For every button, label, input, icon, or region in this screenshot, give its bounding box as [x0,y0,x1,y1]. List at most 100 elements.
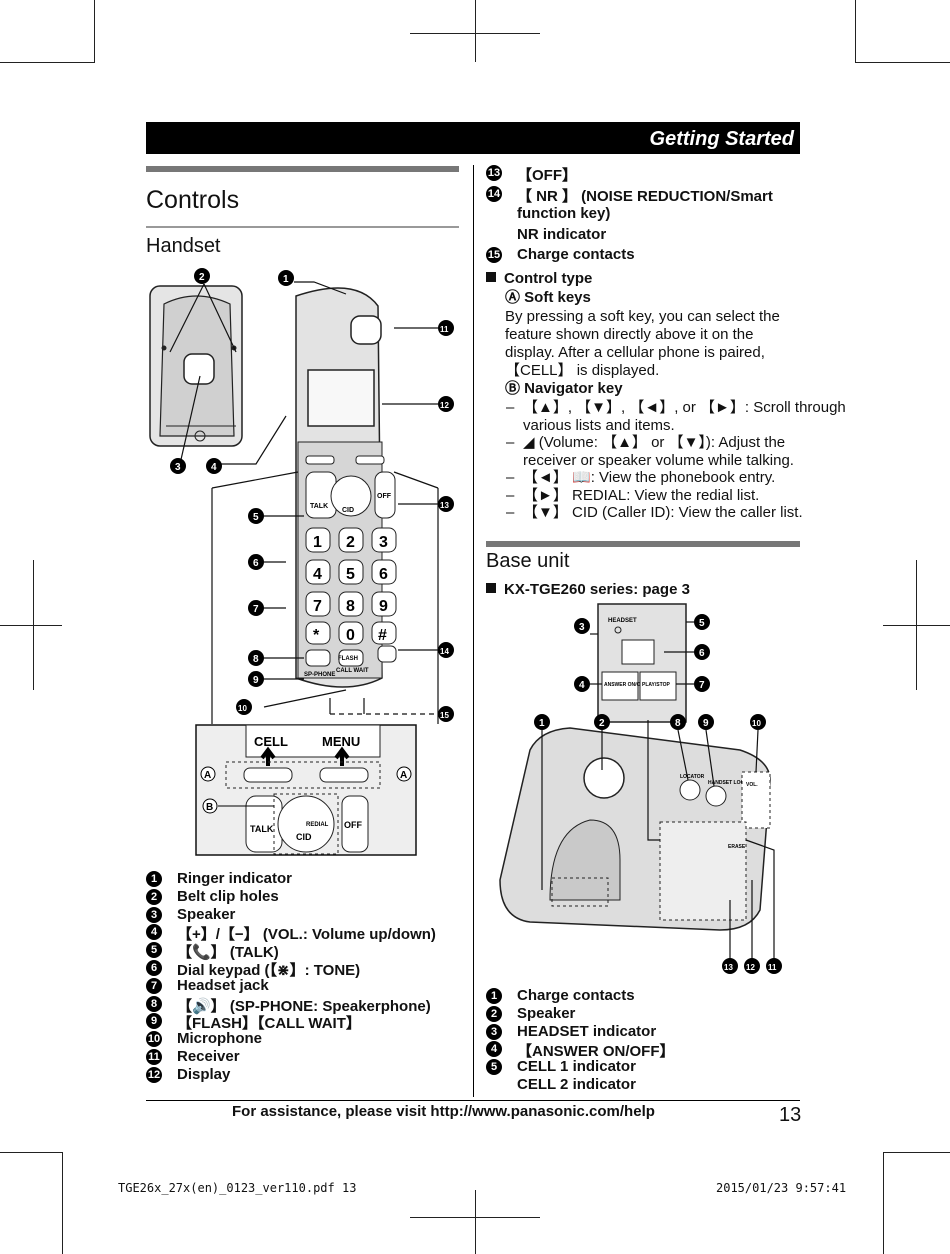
bullet-square [486,272,496,282]
list-item-label: HEADSET indicator [517,1022,657,1040]
help-footer: For assistance, please visit http://www.… [232,1103,655,1120]
handset-locator-label: HANDSET LOCATOR [708,780,758,786]
menu-softkey-label: MENU [322,734,360,749]
locator-label: LOCATOR [680,774,705,780]
callout-number: 3 [146,906,162,923]
list-item-label: Speaker [517,1004,576,1022]
callout-number: 2 [146,888,162,905]
callout-number: 6 [146,960,162,976]
svg-text:6: 6 [699,648,705,659]
svg-text:0: 0 [346,627,355,644]
svg-text:7: 7 [699,680,705,691]
talk-key-label: TALK [310,503,328,510]
svg-text:8: 8 [253,654,259,665]
base-unit-figure: HEADSET ANSWER ON/OFF PLAY/STOP LOCATOR … [499,603,782,974]
svg-text:8: 8 [346,598,355,615]
navigator-item-line: ◢ (Volume: 【▲】 or 【▼】): Adjust the [523,434,786,451]
soft-key-marker: A [400,770,407,781]
subsection-rule [146,226,459,228]
navigator-item-line: 【►】 REDIAL: View the redial list. [523,486,760,504]
list-item-label: 【📞】 (TALK) [177,944,279,962]
list-item-label: Belt clip holes [177,887,279,905]
crop-mark [883,1152,884,1254]
svg-text:12: 12 [746,963,755,972]
crop-mark [855,0,856,62]
callout-number: 13 [486,165,502,181]
svg-text:8: 8 [675,718,681,729]
list-item-label: Headset jack [177,976,269,994]
list-item-label: Charge contacts [517,987,635,1004]
callout-number: 15 [486,247,502,263]
list-item-label: Microphone [177,1030,262,1048]
list-item-label: CELL 2 indicator [517,1076,636,1093]
callout-number: 3 [486,1023,502,1040]
list-item-label: Speaker [177,905,236,923]
list-item-label: function key) [517,205,611,222]
crop-mark [94,0,95,62]
cid-key-label: CID [342,507,354,514]
svg-text:2: 2 [599,718,605,729]
body-line: 【CELL】 is displayed. [505,362,660,379]
body-line: By pressing a soft key, you can select t… [505,308,780,325]
svg-text:#: # [378,627,387,644]
control-type-heading: Control type [486,270,592,288]
navigator-item-line: various lists and items. [523,416,675,434]
chapter-title: Getting Started [649,128,794,150]
play-stop-label: PLAY/STOP [642,682,670,688]
dash-marker: – [506,434,515,451]
navigator-item-line: receiver or speaker volume while talking… [523,451,794,469]
callout-number: 10 [146,1031,162,1048]
crop-mark [883,1152,950,1153]
list-item-label: 【FLASH】【CALL WAIT】 [177,1015,361,1033]
erase-label: ERASE [728,844,746,850]
navigator-key-marker: B [206,802,213,813]
base-unit-title: Base unit [486,550,570,572]
svg-text:12: 12 [440,401,449,410]
svg-text:*: * [313,627,320,644]
section-title: Controls [146,186,240,214]
list-item-label: Receiver [177,1048,240,1065]
list-item-label: Charge contacts [517,246,635,263]
sp-phone-label: SP-PHONE [304,672,335,678]
svg-text:5: 5 [346,566,355,583]
off-key-label: OFF [344,820,362,830]
callout-number: 7 [146,977,162,994]
svg-text:1: 1 [539,718,545,729]
crop-mark [62,1152,63,1254]
handset-figure: TALK CID OFF 1 2 3 4 5 6 7 8 9 * 0 # SP-… [149,268,454,856]
section-rule [146,166,459,172]
chapter-header: Getting Started [146,122,800,154]
svg-text:2: 2 [199,272,205,283]
svg-text:9: 9 [703,718,709,729]
flash-label: FLASH [338,656,358,662]
svg-text:3: 3 [579,622,585,633]
svg-text:3: 3 [379,534,388,551]
svg-text:5: 5 [253,512,259,523]
dash-marker: – [506,504,515,521]
callout-number: 12 [146,1066,162,1083]
list-item-label: 【+】/【−】 (VOL.: Volume up/down) [177,926,436,944]
crop-mark [33,560,34,690]
svg-text:11: 11 [440,325,449,334]
print-file-name: TGE26x_27x(en)_0123_ver110.pdf 13 [118,1181,357,1195]
svg-text:15: 15 [440,711,449,720]
dash-marker: – [506,469,515,486]
svg-text:6: 6 [253,558,259,569]
off-key-label: OFF [377,493,392,500]
svg-text:14: 14 [440,647,449,656]
callout-number: 11 [146,1049,162,1065]
vol-label: VOL. [746,782,758,788]
base-unit-rule [486,541,800,547]
svg-text:4: 4 [313,566,322,583]
svg-text:11: 11 [768,963,777,972]
list-item-label: Ringer indicator [177,870,293,887]
callout-number: 14 [486,185,502,202]
list-item-label: NR indicator [517,225,607,243]
svg-text:13: 13 [440,501,449,510]
column-divider [473,165,474,1097]
page-number: 13 [779,1104,802,1126]
list-item-label: 【 NR 】 (NOISE REDUCTION/Smart [517,187,773,205]
callout-number: 5 [486,1059,502,1076]
callout-number: 1 [486,988,502,1004]
crop-mark [916,560,917,690]
